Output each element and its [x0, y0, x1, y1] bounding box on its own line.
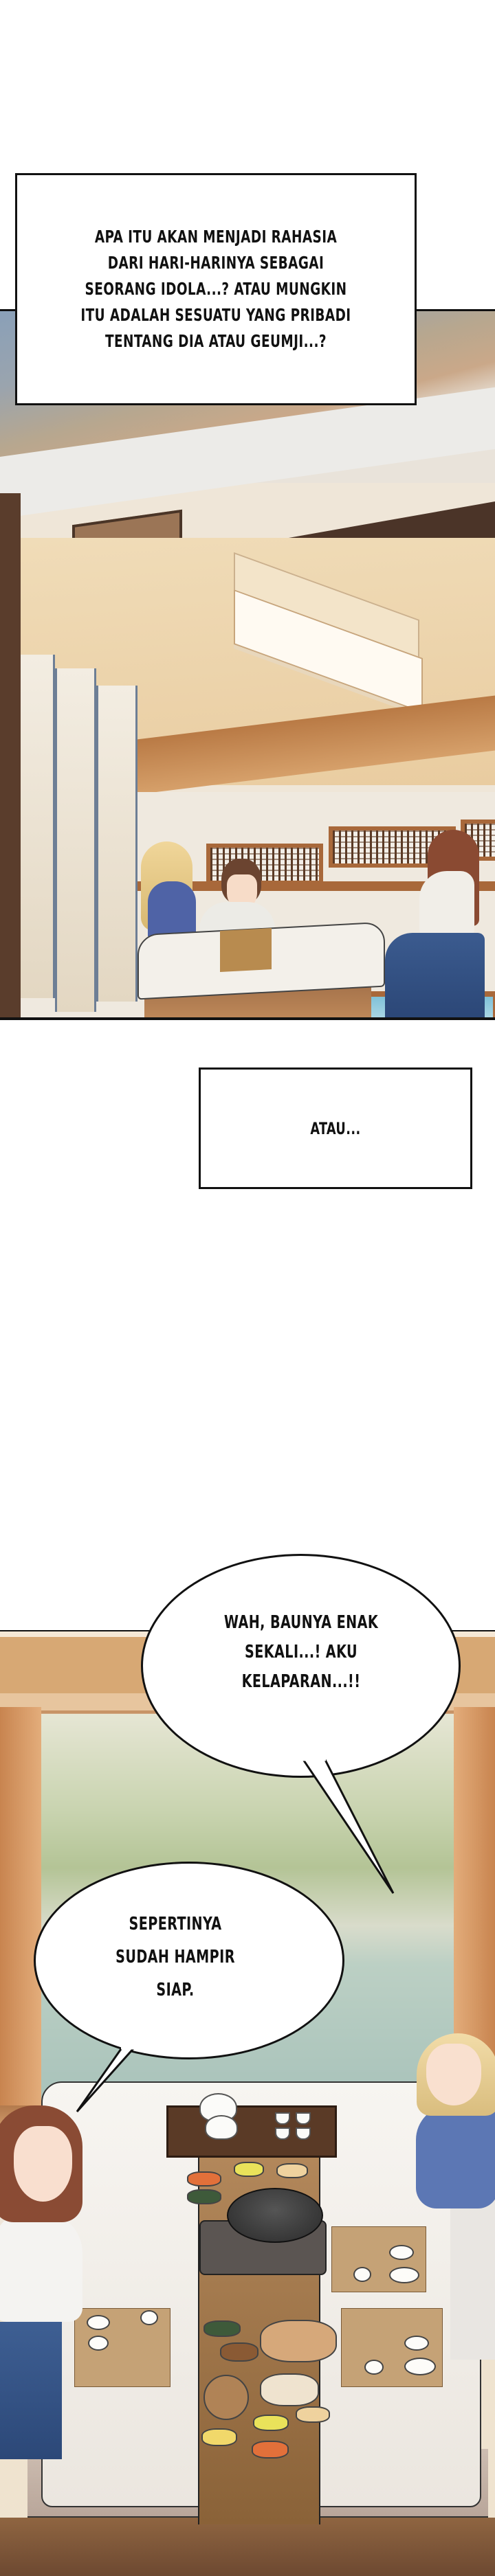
- balloon-text: WAH, BAUNYA ENAK SEKALI...! AKU KELAPARA…: [223, 1612, 378, 1692]
- balloon-text: SEPERTINYA SUDAH HAMPIR SIAP.: [116, 1914, 235, 2000]
- tofu-dish: [276, 2163, 308, 2178]
- seaweed-dish: [187, 2189, 221, 2204]
- hot-pot: [227, 2188, 323, 2243]
- seaweed-dish: [204, 2320, 241, 2337]
- meatball-plate: [260, 2320, 337, 2362]
- caption-box-atau: ATAU...: [199, 1067, 472, 1189]
- folding-screen-panel: [14, 655, 55, 998]
- bowl: [364, 2360, 384, 2375]
- brown-haired-woman-blouse: [0, 2212, 82, 2322]
- brown-haired-woman: [419, 871, 474, 936]
- folding-screen-panel: [96, 686, 138, 1002]
- tofu-dish: [296, 2406, 330, 2423]
- rice-bowl: [389, 2245, 414, 2260]
- table-runner: [220, 928, 272, 972]
- rice-bowl: [88, 2336, 109, 2351]
- caption-text: APA ITU AKAN MENJADI RAHASIA DARI HARI-H…: [80, 227, 351, 351]
- blonde-woman-top: [416, 2105, 495, 2208]
- curtain-left: [0, 1707, 41, 2119]
- blonde-woman-legs: [450, 2202, 495, 2360]
- potato-dish: [201, 2428, 237, 2446]
- caption-box: APA ITU AKAN MENJADI RAHASIA DARI HARI-H…: [15, 173, 417, 405]
- rice-bowl: [404, 2336, 429, 2351]
- plate: [87, 2315, 110, 2330]
- bowl: [353, 2267, 371, 2282]
- speech-balloon: SEPERTINYA SUDAH HAMPIR SIAP.: [34, 1862, 344, 2059]
- pickled-radish-dish: [253, 2415, 289, 2431]
- tea-cup: [275, 2112, 290, 2125]
- brown-haired-woman-face: [14, 2126, 72, 2202]
- braised-dish: [220, 2342, 258, 2362]
- fish-plate: [204, 2375, 249, 2420]
- speech-balloon: WAH, BAUNYA ENAK SEKALI...! AKU KELAPARA…: [141, 1554, 461, 1778]
- blonde-woman-face: [426, 2044, 481, 2105]
- brown-haired-woman-jeans: [385, 933, 485, 1017]
- kimchi-dish: [187, 2171, 221, 2187]
- floor: [0, 2518, 495, 2576]
- balloon-tail: [76, 2047, 137, 2112]
- place-mat-right-bottom: [341, 2308, 443, 2387]
- tea-cup: [296, 2127, 311, 2140]
- tea-tray: [166, 2105, 337, 2158]
- tea-cup: [275, 2127, 290, 2140]
- place-mat-right-top: [331, 2226, 426, 2292]
- teapot-small: [205, 2115, 238, 2140]
- plate: [404, 2358, 436, 2375]
- mussel-plate: [260, 2373, 319, 2406]
- balloon-tail: [301, 1759, 395, 1894]
- brown-haired-woman-jeans: [0, 2322, 62, 2459]
- tea-cup: [296, 2112, 311, 2125]
- bowl: [140, 2310, 158, 2325]
- plate: [389, 2267, 419, 2283]
- kimchi-dish: [252, 2441, 289, 2459]
- door-pillar: [0, 493, 21, 1017]
- panel-room-scene: [0, 309, 495, 1020]
- caption-text: ATAU...: [310, 1118, 361, 1138]
- blonde-woman: [148, 881, 196, 936]
- pickled-radish-dish: [234, 2162, 264, 2177]
- panel-dinner-scene: [0, 1630, 495, 2576]
- folding-screen-panel: [55, 668, 96, 1012]
